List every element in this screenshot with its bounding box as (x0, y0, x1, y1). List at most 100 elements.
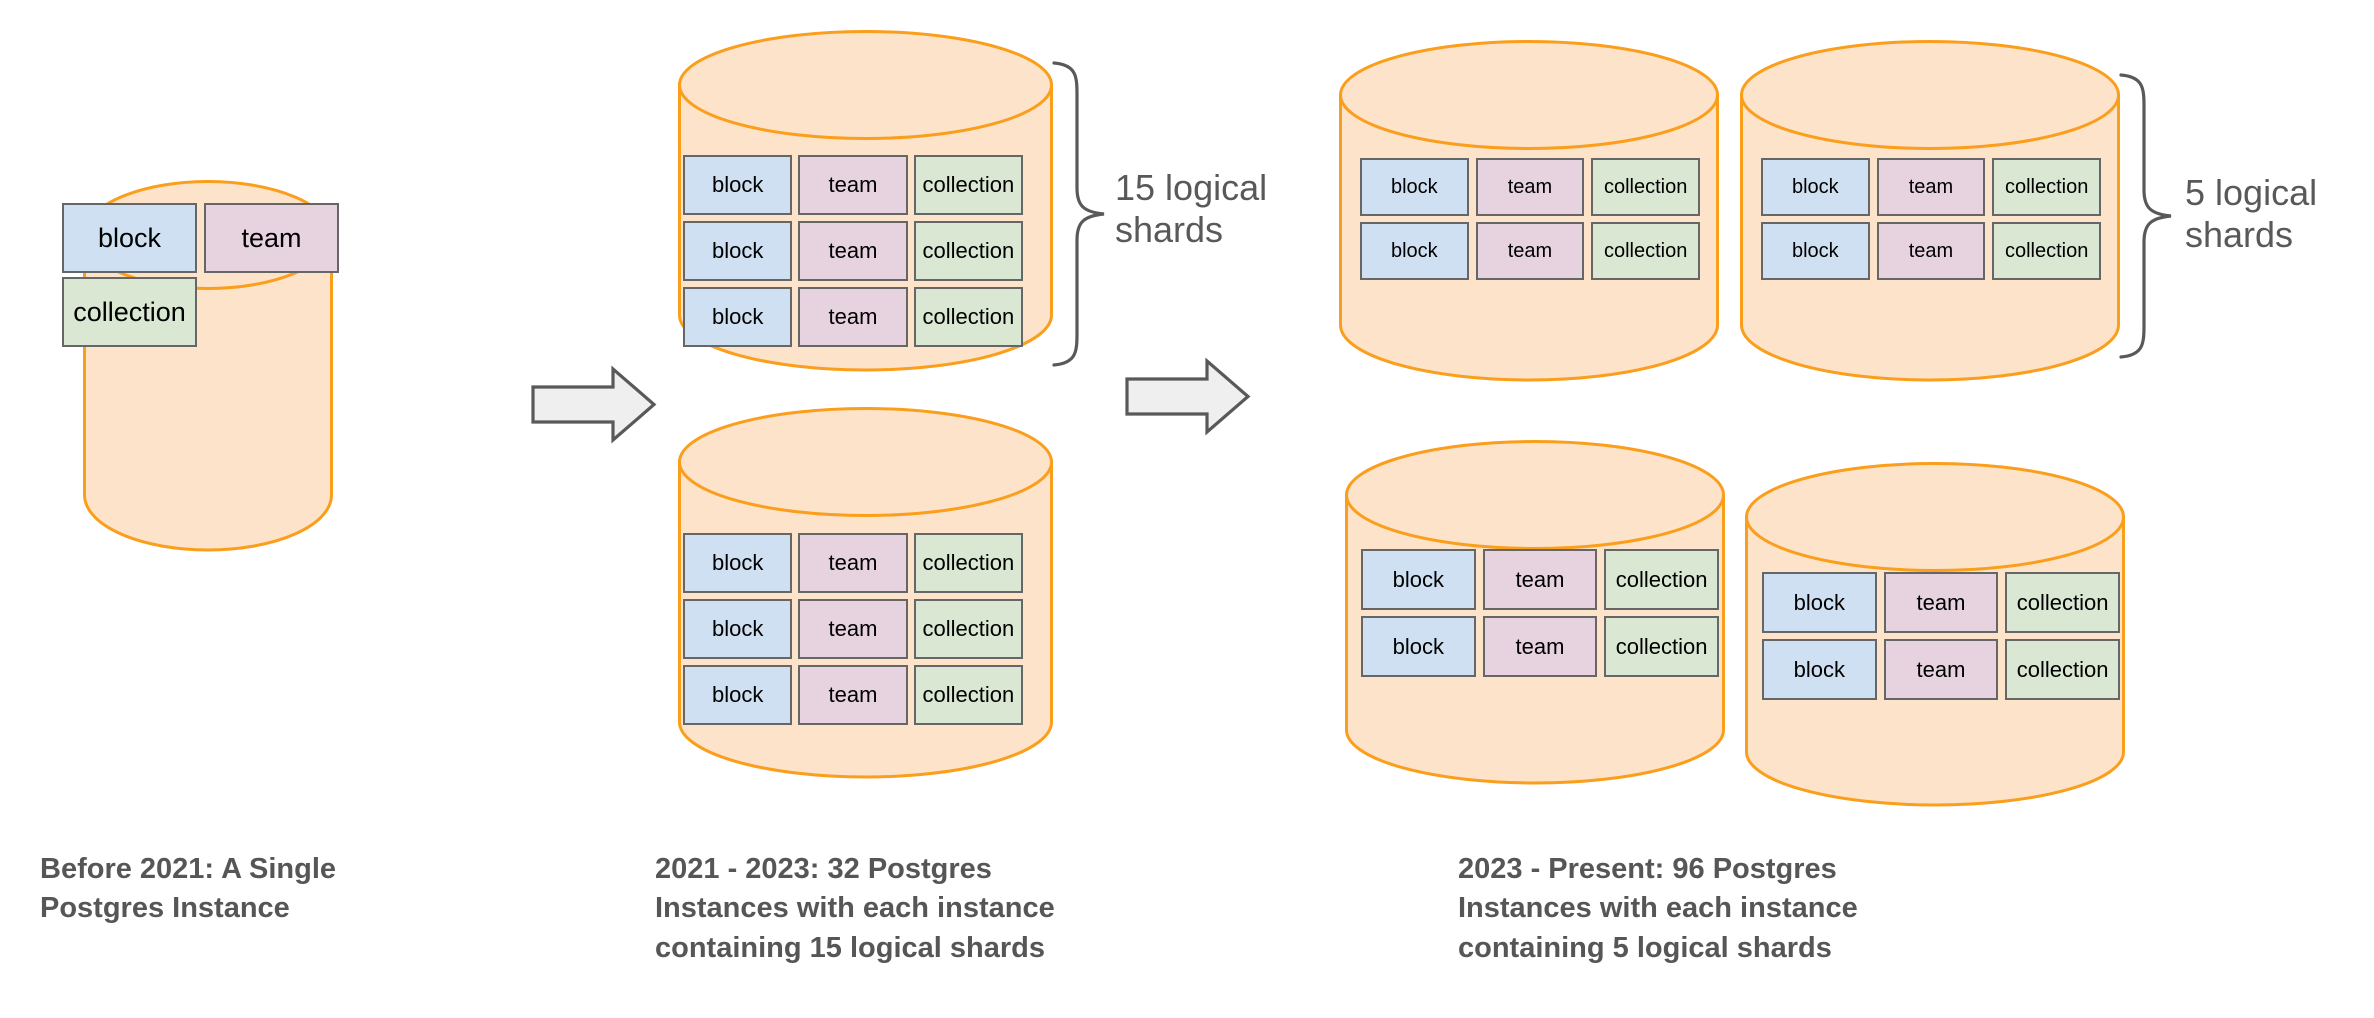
brace-5-shards-icon (2119, 73, 2172, 359)
shard-label: team (828, 550, 878, 575)
shard-box-block: block (1361, 616, 1476, 677)
shard-label: block (1793, 656, 1845, 682)
shard-box-team: team (798, 155, 908, 215)
shard-box-team: team (1482, 549, 1598, 610)
arrow-2-icon (1125, 357, 1251, 436)
shard-label: collection (1603, 176, 1688, 198)
shard-grid-2023-d: block team collection block team collect… (1762, 572, 2120, 700)
shard-label: collection (922, 172, 1015, 197)
shard-label: collection (922, 616, 1015, 641)
shard-label: collection (2004, 240, 2089, 262)
shard-box-team: team (798, 287, 908, 347)
shard-label: team (1507, 240, 1553, 262)
shard-box-collection: collection (913, 599, 1023, 659)
shard-label: team (828, 304, 878, 329)
table-label: block (97, 222, 162, 253)
shard-label: block (711, 172, 764, 197)
shard-box-block: block (1361, 549, 1476, 610)
shard-label: block (711, 682, 764, 707)
shard-label: block (711, 238, 764, 263)
shard-label: team (1916, 656, 1966, 682)
shard-label: block (1390, 176, 1438, 198)
shard-label: team (1515, 633, 1565, 659)
shard-grid-2021-b: block team collection block team collect… (683, 533, 1023, 725)
shard-box-block: block (1761, 158, 1870, 216)
shard-label: collection (1615, 633, 1708, 659)
shard-box-team: team (1475, 222, 1585, 280)
shard-box-block: block (1360, 158, 1469, 216)
shard-box-team: team (1883, 639, 1999, 700)
shard-label: collection (2016, 656, 2109, 682)
shard-box-collection: collection (1992, 222, 2101, 280)
shard-box-block: block (683, 665, 793, 725)
caption-2023-present: 2023 - Present: 96 Postgres Instances wi… (1458, 853, 1858, 964)
brace-label-15-shards: 15 logical shards (1115, 167, 1268, 251)
shard-box-collection: collection (2005, 639, 2120, 700)
shard-grid-2023-a: block team collection block team collect… (1360, 158, 1700, 280)
shard-box-team: team (1482, 616, 1598, 677)
shard-box-collection: collection (1604, 549, 1719, 610)
shard-label: block (1791, 240, 1839, 262)
shard-label: collection (2004, 176, 2089, 198)
shard-label: team (828, 616, 878, 641)
brace-15-shards-icon (1052, 61, 1105, 367)
brace-label-5-shards: 5 logical shards (2185, 172, 2318, 256)
shard-label: team (828, 682, 878, 707)
shard-label: team (1908, 240, 1954, 262)
shard-label: block (711, 550, 764, 575)
shard-label: team (1916, 589, 1966, 615)
shard-box-team: team (1883, 572, 1999, 633)
shard-box-collection: collection (913, 287, 1023, 347)
shard-box-team: team (798, 665, 908, 725)
shard-box-block: block (683, 221, 793, 281)
shard-label: block (711, 616, 764, 641)
shard-label: team (828, 172, 878, 197)
shard-label: team (828, 238, 878, 263)
shard-label: collection (1615, 566, 1708, 592)
shard-label: collection (2016, 589, 2109, 615)
table-box-team: team (204, 203, 339, 273)
table-grid-single-instance: block team collection (62, 203, 339, 347)
shard-label: team (1507, 176, 1553, 198)
shard-grid-2021-a: block team collection block team collect… (683, 155, 1023, 347)
shard-label: block (1791, 176, 1839, 198)
shard-box-team: team (1475, 158, 1585, 216)
table-box-block: block (62, 203, 197, 273)
shard-label: collection (922, 238, 1015, 263)
shard-box-collection: collection (913, 155, 1023, 215)
shard-label: team (1515, 566, 1565, 592)
shard-box-collection: collection (913, 221, 1023, 281)
shard-box-team: team (1876, 158, 1986, 216)
shard-box-block: block (683, 533, 793, 593)
shard-box-collection: collection (1591, 222, 1700, 280)
shard-box-block: block (1762, 639, 1877, 700)
shard-label: collection (922, 682, 1015, 707)
table-label: team (241, 222, 302, 253)
table-label: collection (73, 296, 186, 327)
shard-box-team: team (1876, 222, 1986, 280)
table-box-collection: collection (62, 277, 197, 347)
shard-box-block: block (1360, 222, 1469, 280)
shard-box-team: team (798, 221, 908, 281)
shard-grid-2023-c: block team collection block team collect… (1361, 549, 1719, 677)
shard-box-collection: collection (913, 665, 1023, 725)
shard-box-block: block (1762, 572, 1877, 633)
shard-box-team: team (798, 533, 908, 593)
shard-box-collection: collection (1992, 158, 2101, 216)
shard-box-block: block (683, 599, 793, 659)
shard-box-collection: collection (1591, 158, 1700, 216)
shard-grid-2023-b: block team collection block team collect… (1761, 158, 2101, 280)
arrow-1-icon (531, 365, 657, 444)
shard-box-collection: collection (913, 533, 1023, 593)
shard-label: collection (922, 304, 1015, 329)
shard-box-block: block (683, 287, 793, 347)
shard-label: block (1390, 240, 1438, 262)
shard-label: block (1392, 566, 1444, 592)
shard-box-collection: collection (2005, 572, 2120, 633)
shard-label: collection (922, 550, 1015, 575)
caption-before-2021: Before 2021: A Single Postgres Instance (40, 853, 337, 925)
shard-label: block (1392, 633, 1444, 659)
shard-label: collection (1603, 240, 1688, 262)
shard-label: team (1908, 176, 1954, 198)
